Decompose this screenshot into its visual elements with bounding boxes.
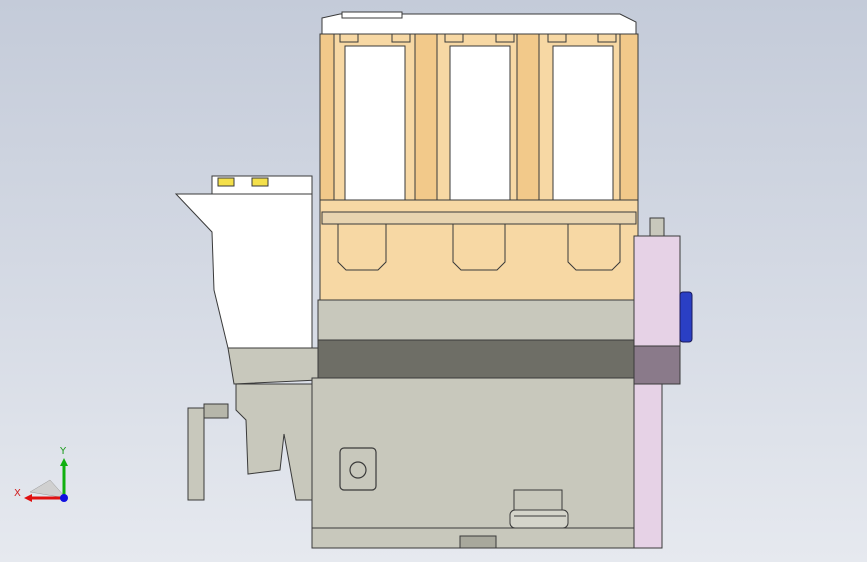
base-dark-band	[317, 339, 635, 379]
hex-nut	[513, 489, 563, 511]
chamber-window-2	[449, 45, 511, 217]
washer	[509, 509, 569, 529]
right-module-top-tab	[649, 217, 665, 237]
y-axis-label: Y	[59, 446, 67, 457]
yellow-clip-2	[251, 177, 269, 187]
triad-base-cone	[29, 479, 67, 499]
left-screw	[203, 403, 229, 419]
chamber-window-3	[552, 45, 614, 217]
cup-3	[567, 223, 621, 271]
x-axis-arrow	[24, 494, 32, 502]
coordinate-triad: X Y	[14, 446, 68, 502]
base-top	[317, 299, 635, 341]
left-white-block	[174, 193, 313, 349]
top-lid-tab	[341, 11, 403, 19]
right-module-band	[633, 345, 681, 385]
right-module-upper	[633, 235, 681, 347]
z-axis-dot	[60, 494, 68, 502]
foot-slot	[459, 535, 497, 549]
blue-knob	[679, 291, 693, 343]
left-bracket	[235, 383, 313, 501]
chamber-window-1	[344, 45, 406, 217]
left-gray-block	[227, 347, 319, 385]
cup-2	[452, 223, 506, 271]
cross-bar	[321, 211, 637, 225]
lid-teeth	[339, 33, 617, 43]
left-mount-plate	[187, 407, 205, 501]
right-module-lower	[633, 383, 663, 549]
cup-1	[337, 223, 387, 271]
yellow-clip-1	[217, 177, 235, 187]
y-axis-arrow	[60, 458, 68, 466]
port-hole	[349, 461, 367, 479]
x-axis-label: X	[14, 488, 21, 499]
